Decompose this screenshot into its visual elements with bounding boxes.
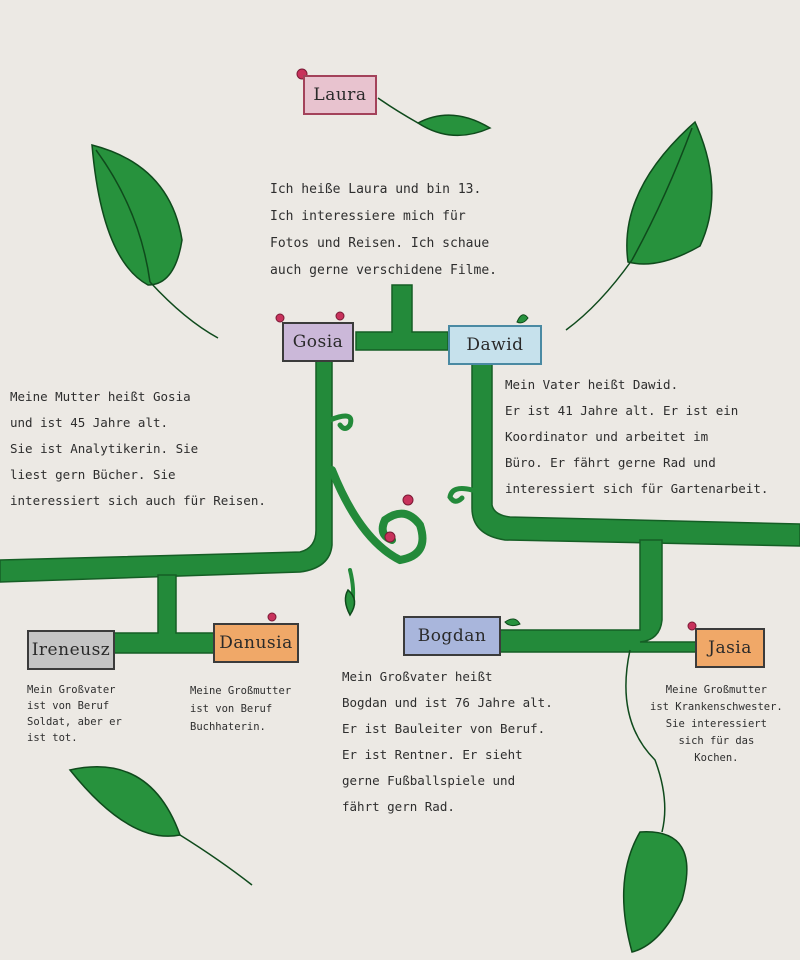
caption-line: Bogdan und ist 76 Jahre alt. — [342, 695, 553, 710]
caption-line: auch gerne verschidene Filme. — [270, 263, 497, 278]
leaves — [68, 97, 713, 953]
caption-laura: Ich heiße Laura und bin 13. Ich interess… — [270, 176, 497, 284]
caption-danusia: Meine Großmutter ist von Beruf Buchhater… — [190, 682, 291, 736]
caption-line: Mein Vater heißt Dawid. — [505, 377, 679, 392]
caption-line: Koordinator und arbeitet im — [505, 429, 709, 444]
flowers — [267, 68, 697, 631]
caption-line: Ich heiße Laura und bin 13. — [270, 182, 482, 197]
caption-line: Er ist Bauleiter von Beruf. — [342, 721, 546, 736]
caption-line: liest gern Bücher. Sie — [10, 467, 176, 482]
name-box-bogdan: Bogdan — [403, 616, 501, 656]
name-box-ireneusz: Ireneusz — [27, 630, 115, 670]
name-box-dawid: Dawid — [448, 325, 542, 365]
name-box-danusia: Danusia — [213, 623, 299, 663]
vine-swirls — [327, 413, 475, 607]
name-box-jasia: Jasia — [695, 628, 765, 668]
caption-line: ist tot. — [27, 732, 78, 744]
caption-line: interessiert sich auch für Reisen. — [10, 493, 266, 508]
caption-line: Mein Großvater — [27, 684, 116, 696]
name-box-laura: Laura — [303, 75, 377, 115]
name-jasia: Jasia — [708, 638, 752, 658]
caption-line: fährt gern Rad. — [342, 799, 455, 814]
caption-dawid: Mein Vater heißt Dawid. Er ist 41 Jahre … — [505, 372, 768, 502]
caption-line: Mein Großvater heißt — [342, 669, 493, 684]
name-gosia: Gosia — [292, 332, 344, 352]
caption-line: Buchhaterin. — [190, 721, 266, 733]
tree-branches — [0, 284, 800, 654]
caption-line: Ich interessiere mich für — [270, 209, 466, 224]
caption-line: Kochen. — [694, 752, 739, 764]
name-danusia: Danusia — [219, 633, 293, 653]
caption-line: Meine Großmutter — [665, 684, 767, 696]
caption-line: Büro. Er fährt gerne Rad und — [505, 455, 716, 470]
caption-line: Meine Mutter heißt Gosia — [10, 389, 191, 404]
caption-line: Sie interessiert — [665, 718, 767, 730]
caption-line: Meine Großmutter — [190, 685, 292, 697]
name-dawid: Dawid — [466, 335, 524, 355]
caption-line: Soldat, aber er — [27, 716, 122, 728]
name-laura: Laura — [313, 85, 367, 105]
caption-gosia: Meine Mutter heißt Gosia und ist 45 Jahr… — [10, 384, 266, 514]
tiny-leaves — [504, 314, 529, 627]
caption-line: sich für das — [678, 735, 755, 747]
caption-line: Er ist 41 Jahre alt. Er ist ein — [505, 403, 739, 418]
caption-line: ist von Beruf — [190, 703, 273, 715]
caption-jasia: Meine Großmutter ist Krankenschwester. S… — [650, 682, 783, 767]
name-bogdan: Bogdan — [417, 626, 487, 646]
caption-line: Fotos und Reisen. Ich schaue — [270, 236, 490, 251]
name-box-gosia: Gosia — [282, 322, 354, 362]
caption-line: ist Krankenschwester. — [650, 701, 783, 713]
caption-line: interessiert sich für Gartenarbeit. — [505, 481, 769, 496]
caption-line: Sie ist Analytikerin. Sie — [10, 441, 199, 456]
caption-bogdan: Mein Großvater heißt Bogdan und ist 76 J… — [342, 664, 553, 820]
caption-line: ist von Beruf — [27, 700, 110, 712]
caption-line: und ist 45 Jahre alt. — [10, 415, 169, 430]
caption-ireneusz: Mein Großvater ist von Beruf Soldat, abe… — [27, 682, 122, 746]
caption-line: Er ist Rentner. Er sieht — [342, 747, 523, 762]
caption-line: gerne Fußballspiele und — [342, 773, 516, 788]
name-ireneusz: Ireneusz — [31, 640, 111, 660]
